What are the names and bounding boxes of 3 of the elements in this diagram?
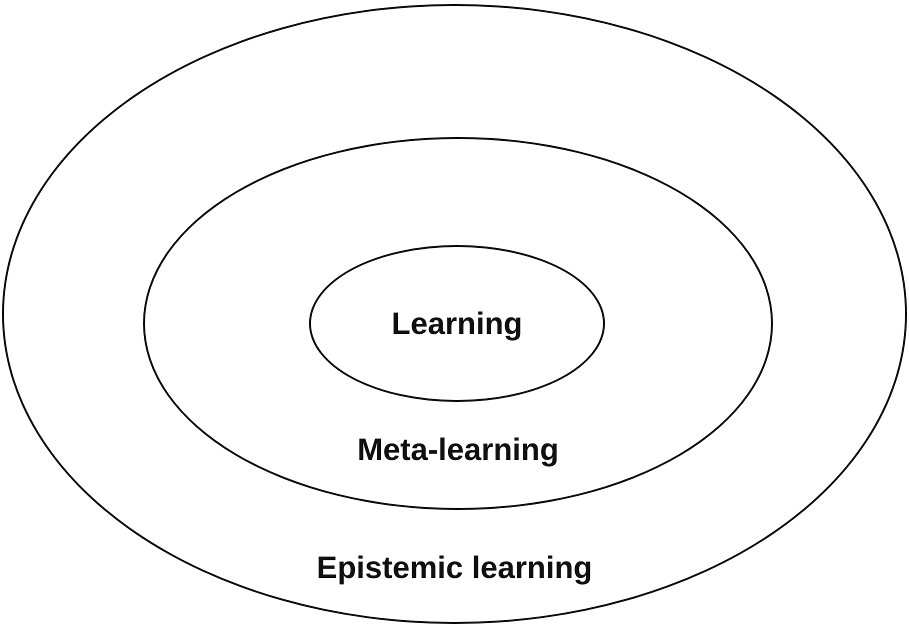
ring-label: Meta-learning [357,434,559,465]
ring-label: Learning [392,308,522,339]
ring-label: Epistemic learning [316,552,592,583]
